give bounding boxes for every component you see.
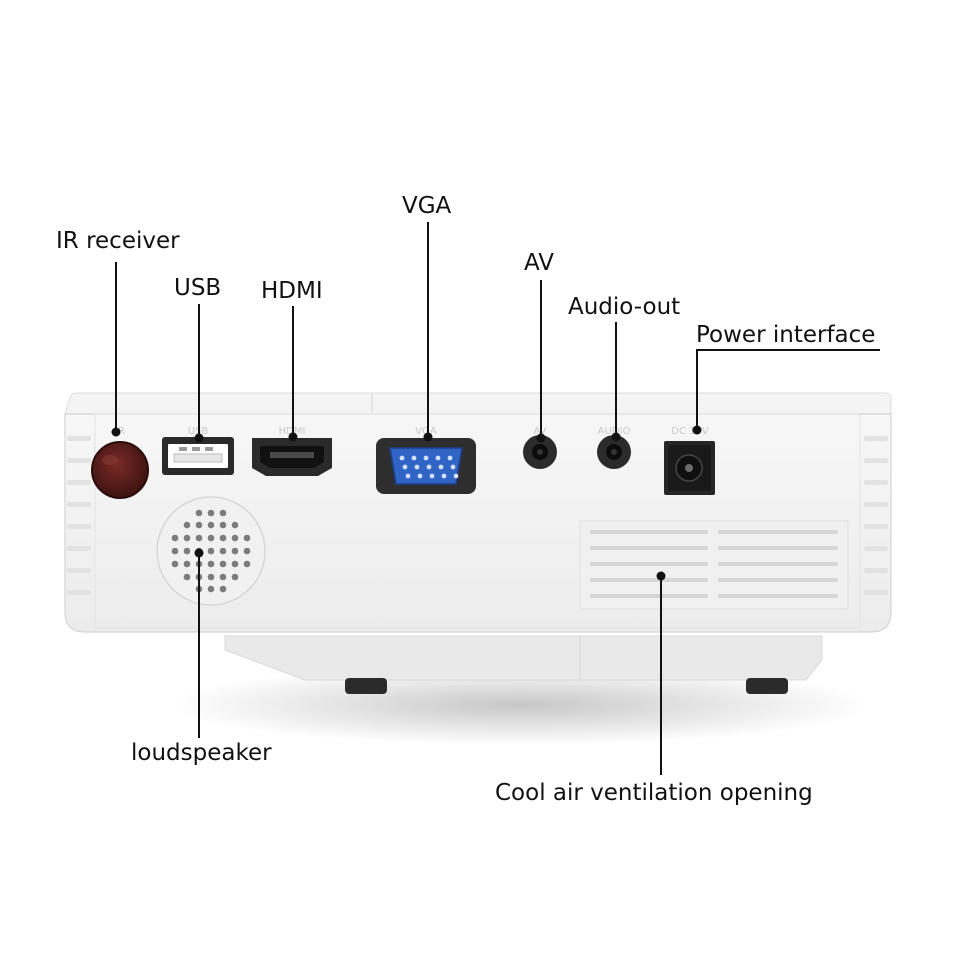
leader-dot-vga (423, 432, 433, 442)
power-jack (664, 441, 715, 495)
hdmi-port (252, 438, 332, 476)
ir-receiver-window (91, 441, 149, 499)
leader-dot-ir (111, 427, 121, 437)
usb-port (162, 437, 234, 475)
callout-loudspeaker: loudspeaker (131, 740, 272, 766)
leader-dot-vent (656, 571, 666, 581)
callout-usb: USB (174, 275, 222, 301)
callout-hdmi: HDMI (261, 278, 323, 304)
port-label-dc: DC 12V (671, 426, 709, 437)
projector-top-lid (64, 392, 892, 415)
vga-port (376, 438, 476, 494)
leader-dot-audio (611, 432, 621, 442)
loudspeaker-grille (156, 496, 266, 606)
callout-ventilation: Cool air ventilation opening (495, 780, 813, 806)
leader-dot-power (692, 425, 702, 435)
audio-out-jack (597, 435, 631, 469)
callout-vga: VGA (402, 193, 452, 219)
ventilation-slots (579, 520, 849, 610)
leader-dot-usb (194, 433, 204, 443)
foot-right (746, 678, 788, 694)
leader-dot-hdmi (288, 432, 298, 442)
leader-line-power (696, 349, 880, 430)
side-vents-right (864, 436, 888, 595)
callout-ir-receiver: IR receiver (56, 228, 180, 254)
foot-left (345, 678, 387, 694)
rear-panel (94, 413, 861, 629)
port-label-vga: VGA (415, 426, 437, 437)
callout-power-interface: Power interface (696, 322, 876, 348)
port-label-audio: AUDIO (598, 426, 631, 437)
leader-dot-av (536, 433, 546, 443)
leader-lines (111, 222, 880, 775)
callout-av: AV (524, 250, 554, 276)
projector-base (224, 635, 823, 681)
av-jack (523, 435, 557, 469)
side-vents-left (67, 436, 91, 595)
leader-dot-speaker (194, 548, 204, 558)
callout-audio-out: Audio-out (568, 294, 681, 320)
